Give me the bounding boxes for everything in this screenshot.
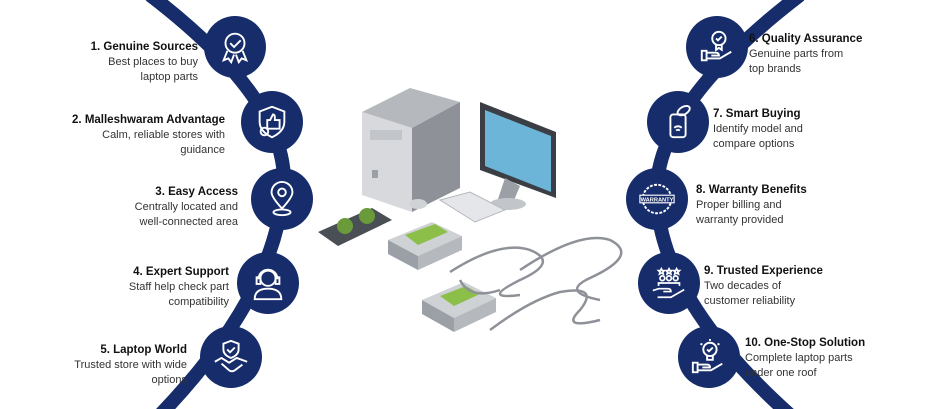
feature-desc-line: top brands (749, 63, 801, 75)
hand-badge-icon (700, 30, 732, 62)
warranty-label: WARRANTY (641, 197, 674, 203)
feature-title: 9. Trusted Experience (704, 265, 823, 277)
hand-people-stars-icon (652, 266, 685, 299)
icon-circle-4 (237, 252, 299, 314)
feature-desc-line: options (151, 374, 187, 386)
feature-item-3: 3. Easy Access Centrally located and wel… (135, 185, 238, 230)
feature-title: 8. Warranty Benefits (696, 184, 807, 196)
feature-desc-line: Complete laptop parts (745, 352, 853, 364)
feature-desc-line: warranty provided (696, 214, 784, 226)
feature-title: 5. Laptop World (100, 344, 187, 356)
icon-circle-7 (647, 91, 709, 153)
icon-circle-3 (251, 168, 313, 230)
monitor (480, 102, 556, 210)
handshake-shield-icon (214, 339, 248, 373)
icon-circle-1 (204, 16, 266, 78)
icon-circle-8: WARRANTY (626, 168, 688, 230)
feature-desc-line: Centrally located and (134, 201, 238, 213)
feature-desc-line: Proper billing and (696, 199, 782, 211)
feature-desc-line: Trusted store with wide (74, 359, 187, 371)
feature-desc-line: Identify model and (713, 123, 803, 135)
feature-title: 3. Easy Access (155, 186, 238, 198)
feature-title: 6. Quality Assurance (749, 33, 863, 45)
feature-desc-line: laptop parts (140, 71, 198, 83)
keyboard (409, 191, 507, 223)
location-pin-icon (270, 181, 294, 217)
feature-desc-line: compatibility (168, 296, 229, 308)
feature-item-1: 1. Genuine Sources Best places to buy la… (91, 40, 198, 85)
shield-thumbs-up-icon (258, 105, 286, 139)
feature-item-4: 4. Expert Support Staff help check part … (129, 265, 229, 310)
hand-lightbulb-icon (691, 338, 723, 374)
award-badge-icon (221, 32, 249, 65)
pc-tower (362, 88, 460, 212)
feature-item-6: 6. Quality Assurance Genuine parts from … (749, 32, 862, 77)
icon-circle-9 (638, 252, 700, 314)
warranty-seal-icon: WARRANTY (639, 183, 675, 215)
hard-drive-2 (422, 282, 496, 332)
feature-item-2: 2. Malleshwaram Advantage Calm, reliable… (72, 113, 225, 158)
feature-item-9: 9. Trusted Experience Two decades of cus… (704, 264, 823, 309)
feature-desc-line: Two decades of (704, 280, 782, 292)
icon-circle-5 (200, 326, 262, 388)
feature-title: 7. Smart Buying (713, 108, 801, 120)
feature-item-7: 7. Smart Buying Identify model and compa… (713, 107, 803, 152)
feature-desc-line: customer reliability (704, 295, 796, 307)
feature-item-10: 10. One-Stop Solution Complete laptop pa… (745, 336, 865, 381)
feature-desc-line: under one roof (745, 367, 817, 379)
feature-desc-line: guidance (180, 144, 225, 156)
feature-title: 2. Malleshwaram Advantage (72, 114, 225, 126)
feature-desc-line: Calm, reliable stores with (102, 129, 225, 141)
feature-title: 10. One-Stop Solution (745, 337, 866, 349)
icon-circle-10 (678, 326, 740, 388)
smart-tag-icon (669, 104, 691, 139)
feature-item-8: 8. Warranty Benefits Proper billing and … (696, 183, 807, 228)
icon-circle-2 (241, 91, 303, 153)
feature-desc-line: Best places to buy (108, 56, 198, 68)
computer-illustration (318, 88, 623, 332)
feature-desc-line: well-connected area (139, 216, 238, 228)
feature-title: 1. Genuine Sources (90, 41, 198, 53)
feature-item-5: 5. Laptop World Trusted store with wide … (74, 343, 187, 388)
feature-title: 4. Expert Support (133, 266, 229, 278)
feature-desc-line: Staff help check part (128, 281, 229, 293)
graphics-card (318, 208, 392, 246)
feature-desc-line: Genuine parts from (749, 48, 844, 60)
icon-circle-6 (686, 16, 748, 78)
cables (449, 236, 623, 332)
feature-desc-line: compare options (713, 138, 795, 150)
hard-drive (388, 222, 462, 270)
headset-agent-icon (253, 268, 283, 301)
